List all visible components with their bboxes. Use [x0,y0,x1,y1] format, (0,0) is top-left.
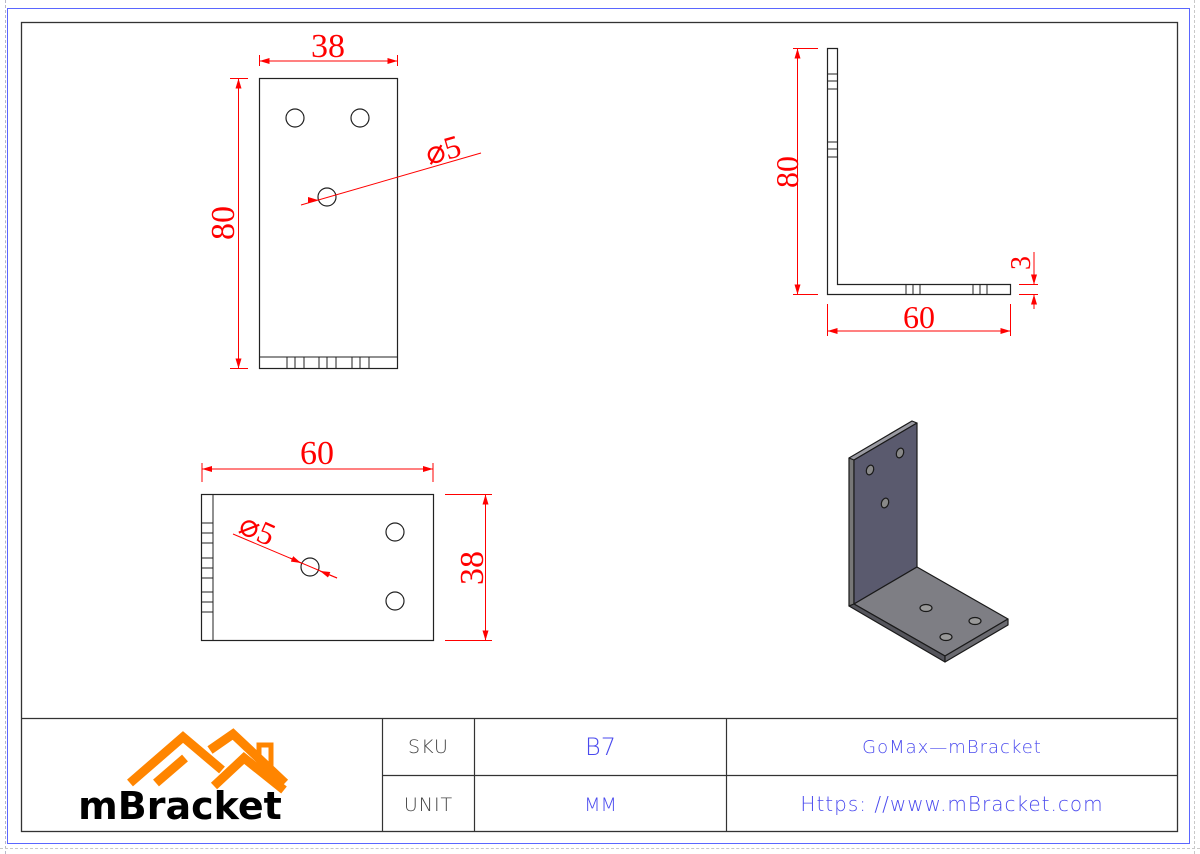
sheet-edge-left [5,0,6,854]
inner-frame [20,21,1179,833]
logo-icon: mBracket [78,728,289,828]
top-view: 60 38 ⌀5 [200,435,492,642]
dim-length: 60 [300,435,334,472]
hole-edges [286,357,370,368]
hole [385,591,405,611]
sku-value: B7 [585,733,616,761]
title-block-grid [21,717,1178,832]
hole [300,557,320,577]
side-view: 80 60 3 [769,47,1038,336]
website-link[interactable]: Https: //www.mBracket.com [800,792,1104,816]
dim-hole: ⌀5 [234,506,281,553]
dim-width: 38 [454,551,491,585]
dim-hole: ⌀5 [421,127,465,171]
sheet-edge-bottom [0,848,1200,849]
product-name: GoMax—mBracket [862,737,1042,758]
sheet-edge-right [1194,0,1195,854]
front-view: 38 80 ⌀5 [205,28,482,370]
dim-width: 38 [311,28,345,65]
hole [317,187,337,207]
dim-height: 80 [769,156,805,188]
iso-view [848,420,1009,663]
outer-border [7,8,1190,844]
unit-label: UNIT [403,794,454,816]
hole [385,522,405,542]
hole [350,108,370,128]
logo-text: mBracket [78,784,282,828]
dim-height: 80 [205,206,242,240]
sku-label: SKU [408,736,449,758]
hole [285,108,305,128]
dim-length: 60 [903,299,935,335]
dim-thickness: 3 [1006,256,1037,270]
unit-value: MM [584,794,617,816]
